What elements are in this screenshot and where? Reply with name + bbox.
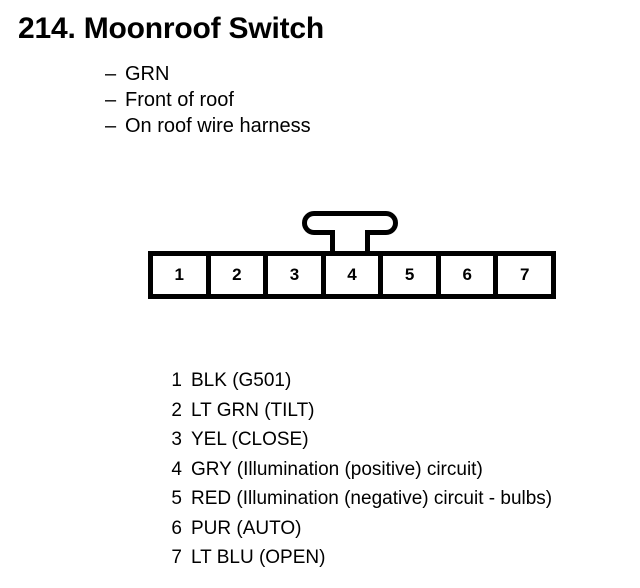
pin-cell-2: 2	[210, 256, 264, 294]
pin-cell-3: 3	[268, 256, 321, 294]
legend-pin-number: 5	[171, 488, 182, 509]
descriptor-label: Front of roof	[125, 89, 234, 111]
legend-row: 4 GRY (Illumination (positive) circuit)	[160, 455, 552, 485]
legend-pin-label: GRY (Illumination (positive) circuit)	[191, 458, 483, 480]
pin-cell-5: 5	[383, 256, 436, 294]
legend-row: 3 YEL (CLOSE)	[160, 425, 552, 455]
pin-cell-7: 7	[498, 256, 552, 294]
legend-pin-label: LT BLU (OPEN)	[191, 547, 326, 568]
dash-icon: –	[105, 63, 117, 85]
legend-pin-label: PUR (AUTO)	[191, 517, 302, 539]
legend-pin-number: 7	[171, 547, 182, 568]
connector-locking-tab-icon	[302, 211, 398, 251]
pin-legend: 1 BLK (G501) 2 LT GRN (TILT) 3 YEL (CLOS…	[160, 366, 552, 573]
legend-row: 7 LT BLU (OPEN)	[160, 543, 552, 573]
pin-cell-1: 1	[153, 256, 206, 294]
legend-pin-label: YEL (CLOSE)	[191, 429, 309, 450]
legend-row: 6 PUR (AUTO)	[160, 514, 552, 544]
dash-icon: –	[105, 115, 117, 137]
legend-pin-number: 3	[171, 429, 182, 450]
legend-row: 2 LT GRN (TILT)	[160, 396, 552, 426]
legend-row: 5 RED (Illumination (negative) circuit -…	[160, 484, 552, 514]
descriptor-item: – Front of roof	[105, 87, 311, 113]
descriptor-label: GRN	[125, 63, 170, 85]
descriptor-list: – GRN – Front of roof – On roof wire har…	[105, 61, 311, 139]
connector-body: 1 2 3 4 5 6 7	[148, 251, 556, 299]
descriptor-item: – GRN	[105, 61, 311, 87]
dash-icon: –	[105, 89, 117, 111]
legend-pin-number: 4	[171, 458, 182, 480]
legend-pin-number: 6	[171, 517, 182, 539]
connector-diagram: 1 2 3 4 5 6 7	[148, 211, 556, 299]
page-title: 214. Moonroof Switch	[18, 12, 325, 45]
pin-cell-6: 6	[440, 256, 494, 294]
legend-pin-label: BLK (G501)	[191, 370, 292, 391]
legend-pin-number: 2	[171, 399, 182, 421]
legend-row: 1 BLK (G501)	[160, 366, 552, 396]
descriptor-item: – On roof wire harness	[105, 113, 311, 139]
descriptor-label: On roof wire harness	[125, 115, 311, 137]
legend-pin-number: 1	[171, 370, 182, 391]
legend-pin-label: RED (Illumination (negative) circuit - b…	[191, 488, 553, 509]
legend-pin-label: LT GRN (TILT)	[191, 399, 315, 421]
tab-neck	[330, 230, 370, 251]
pin-cell-4: 4	[325, 256, 379, 294]
